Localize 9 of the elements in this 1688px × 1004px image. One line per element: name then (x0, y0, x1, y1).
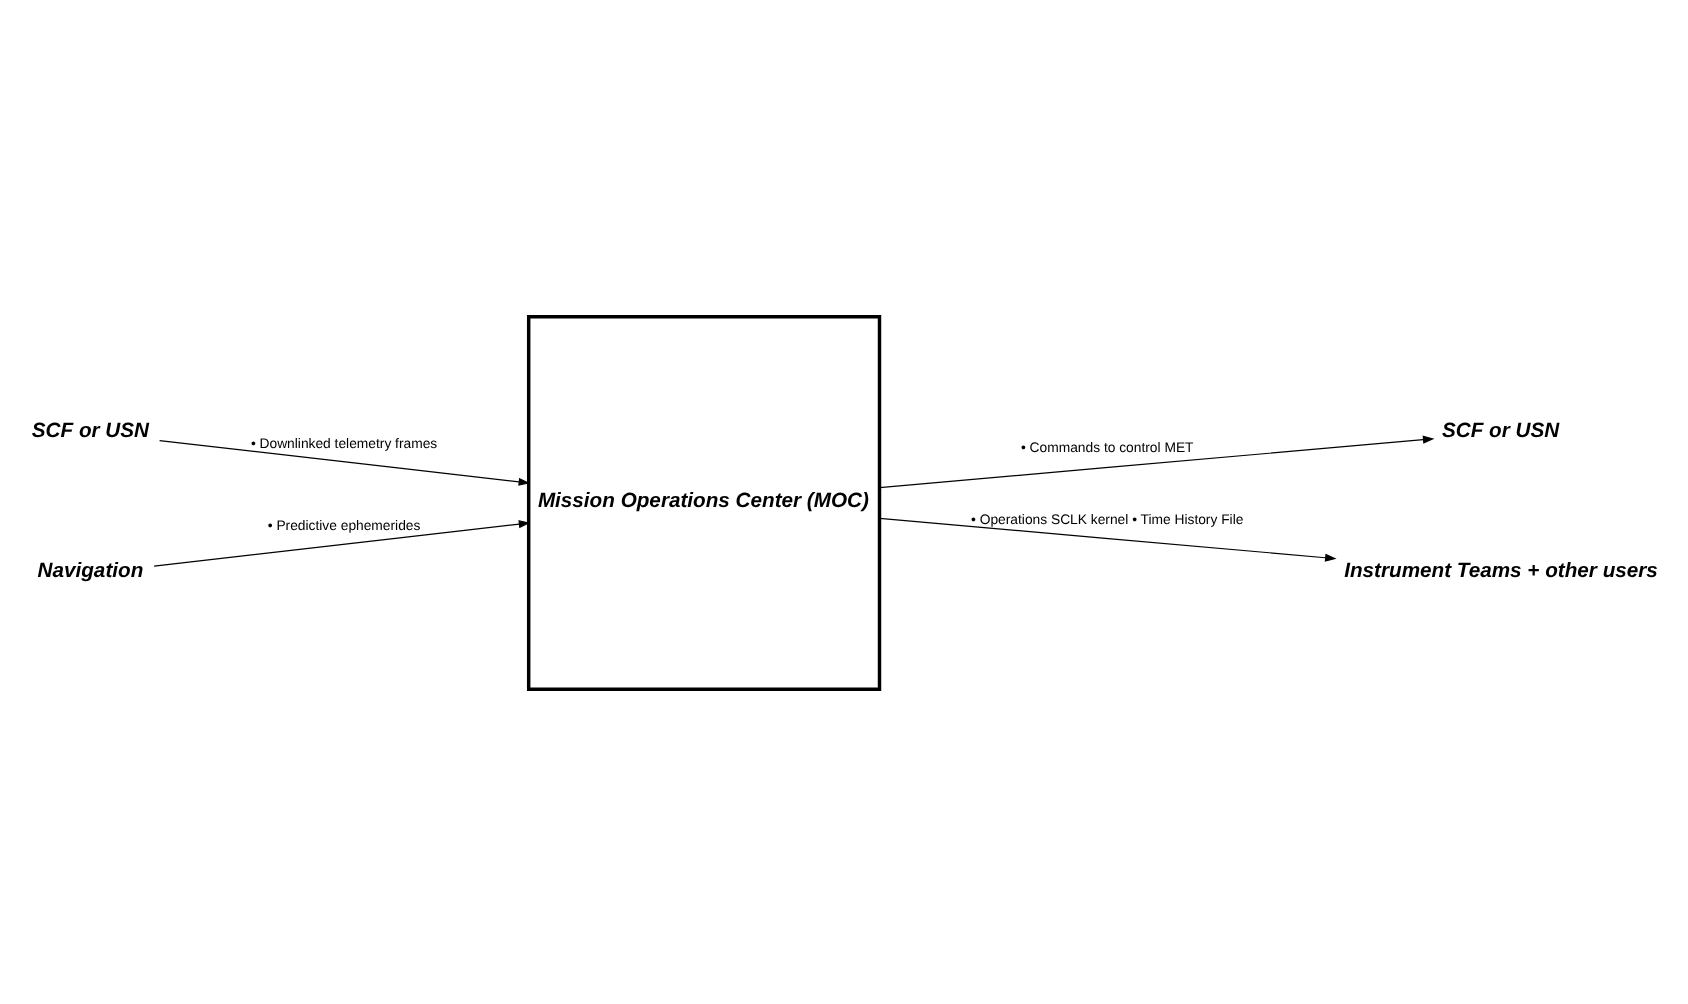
node-text: Instrument Teams + other users (1343, 560, 1657, 583)
node-box: Mission Operations Center (MOC) (525, 313, 881, 691)
node-text: SCF or USN (30, 419, 149, 442)
arrow (878, 434, 1434, 488)
arrow (878, 516, 1336, 561)
arrow (152, 519, 530, 566)
node-text: Navigation (36, 560, 143, 583)
node-text: SCF or USN (1440, 419, 1559, 442)
arrow (158, 439, 530, 485)
